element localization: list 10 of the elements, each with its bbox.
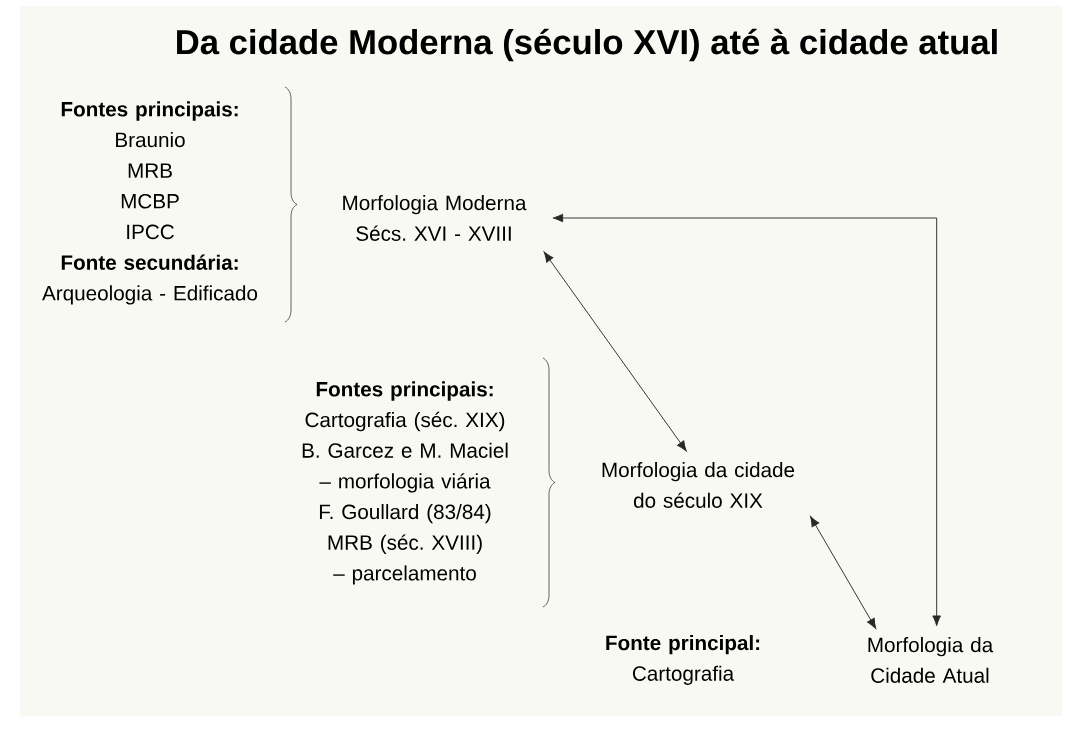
title: Da cidade Moderna (século XVI) até à cidade atual — [177, 28, 997, 62]
double-arrow — [810, 516, 877, 629]
source-list: Fontes principais: Cartografia (séc. XIX) B. Garcez e M. Maciel – morfologia viária F. Goullard (83/84) MRB (séc. XVIII) – parcelamento — [302, 381, 508, 585]
double-arrow — [543, 251, 687, 452]
double-arrow — [552, 213, 941, 627]
source-list: Fontes principais: Braunio MRB MCBP IPCC Fonte secundária: Arqueologia - Edificado — [42, 101, 258, 305]
stage-label: Morfologia Moderna Sécs. XVI - XVIII — [343, 195, 527, 241]
stage-label: Morfologia da Cidade Atual — [868, 637, 994, 683]
stage-label: Morfologia da cidade do século XIX — [602, 462, 795, 508]
source-list: Fonte principal: Cartografia — [606, 635, 760, 685]
